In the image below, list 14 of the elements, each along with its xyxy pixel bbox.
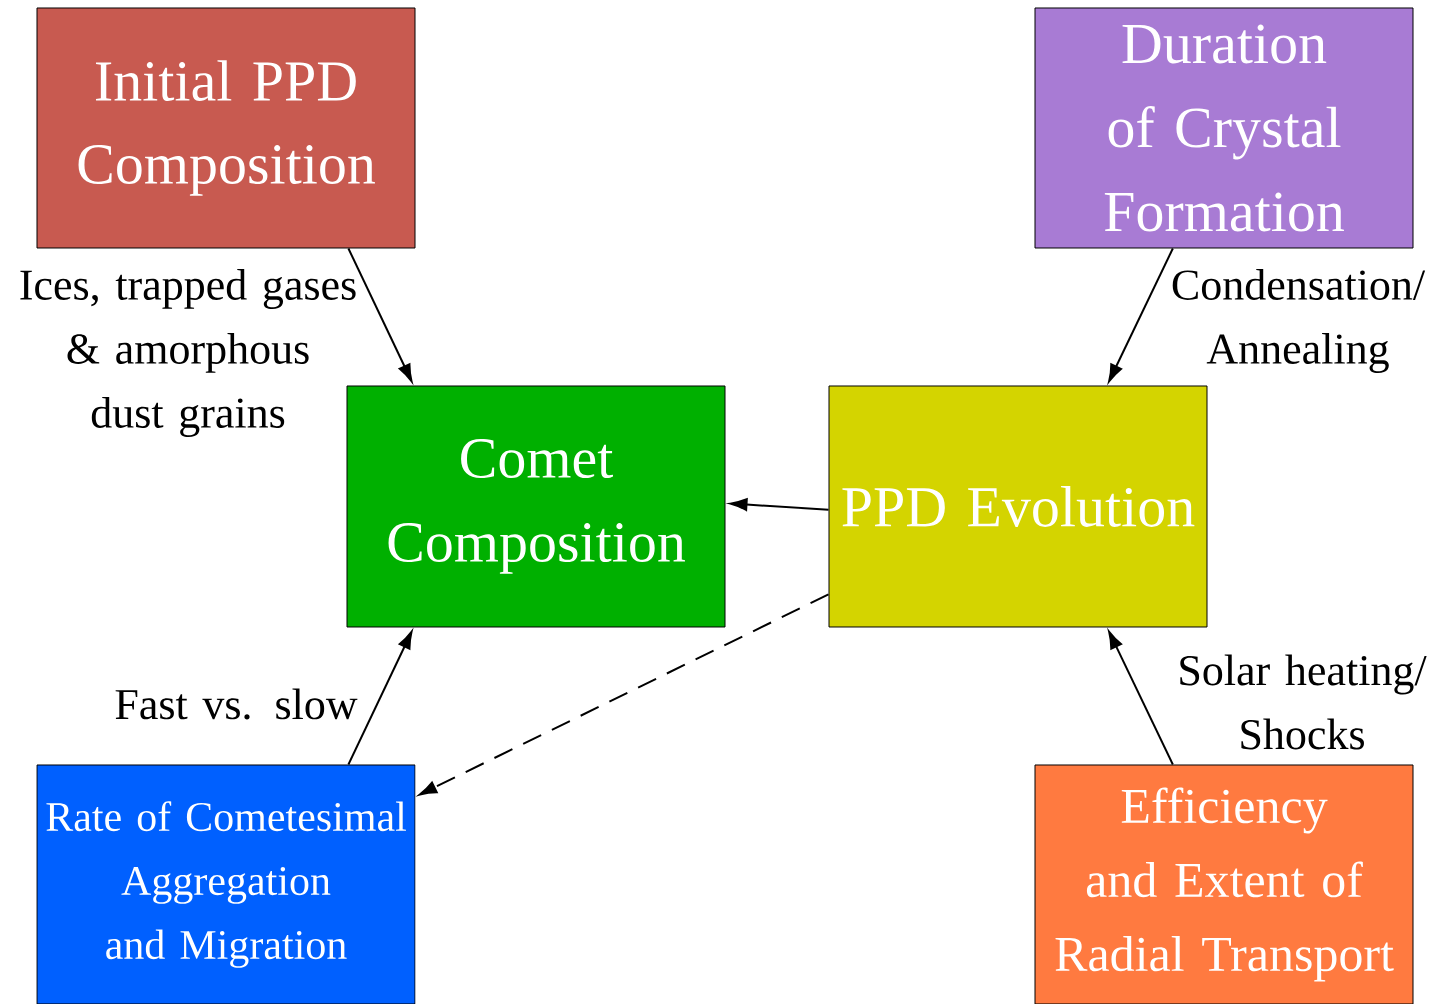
- factor-box: Duration of Crystal Formation: [1034, 7, 1414, 249]
- factor-box: PPD Evolution: [828, 385, 1208, 628]
- arrow: [418, 593, 830, 796]
- arrow: [347, 630, 413, 766]
- factor-box: Initial PPD Composition: [36, 7, 416, 249]
- factor-box: Comet Composition: [346, 385, 726, 628]
- edge-label: Fast vs. slow: [115, 688, 358, 720]
- arrow: [1108, 630, 1174, 766]
- factor-box: Efficiency and Extent of Radial Transport: [1034, 764, 1414, 1004]
- factor-box: Rate of Cometesimal Aggregation and Migration: [36, 764, 416, 1004]
- edge-label: Solar heating/ Shocks: [1180, 654, 1427, 750]
- arrow: [1108, 247, 1174, 383]
- edge-label: Condensation/ Annealing: [1172, 269, 1426, 373]
- arrow: [347, 247, 413, 383]
